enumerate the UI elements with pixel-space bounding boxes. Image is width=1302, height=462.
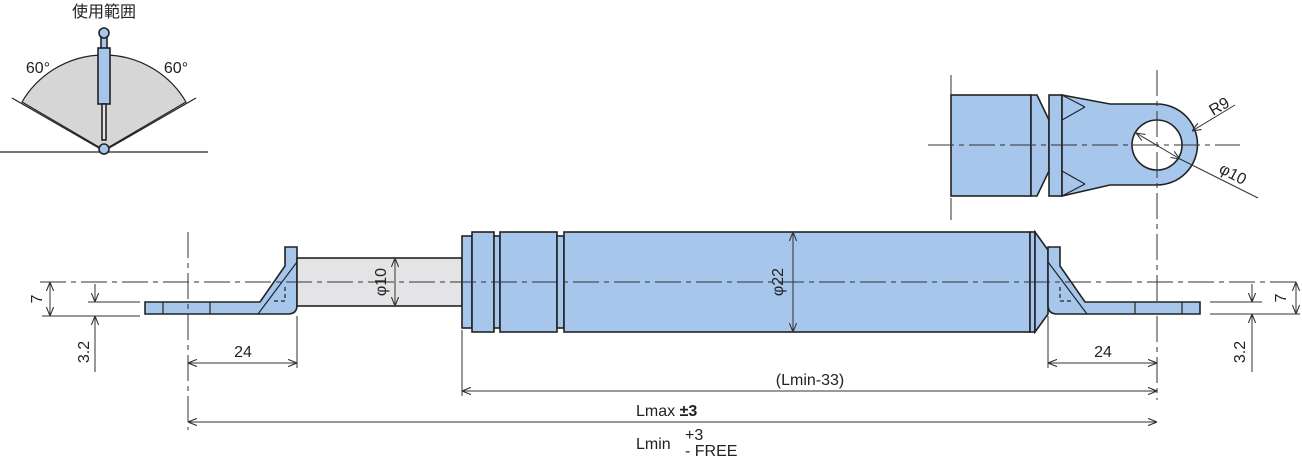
left-thickness-label: 3.2: [76, 341, 93, 363]
lmin-tol-upper: +3: [685, 427, 703, 444]
right-bracket: [1047, 246, 1201, 315]
right-height-label: 7: [1273, 293, 1290, 302]
eye-radius-label: R9: [1207, 94, 1233, 119]
body-diameter-label: φ22: [770, 268, 787, 296]
left-height-label: 7: [29, 294, 46, 303]
angle-left-label: 60°: [26, 60, 50, 77]
right-bracket-length-label: 24: [1094, 344, 1112, 361]
lmin-label: Lmin: [636, 436, 671, 453]
angle-right-label: 60°: [164, 60, 188, 77]
lmax-label: Lmax ±3: [636, 403, 697, 420]
gas-spring-main-view: φ10 φ22 7 3.2 7 3.2 24 24 (Lmin-33) Lmax…: [29, 229, 1300, 460]
mini-gas-spring: [97, 47, 111, 105]
lmin-tol-lower: - FREE: [685, 443, 737, 460]
left-bracket-length-label: 24: [234, 344, 252, 361]
right-thickness-label: 3.2: [1232, 341, 1249, 363]
rod-diameter-label: φ10: [373, 268, 390, 296]
body-length-label: (Lmin-33): [776, 372, 844, 389]
eye-hole-label: φ10: [1216, 161, 1249, 189]
left-bracket: [144, 246, 298, 315]
inset-title: 使用範囲: [72, 3, 136, 21]
usage-range-inset: 使用範囲 60° 60°: [0, 3, 208, 155]
